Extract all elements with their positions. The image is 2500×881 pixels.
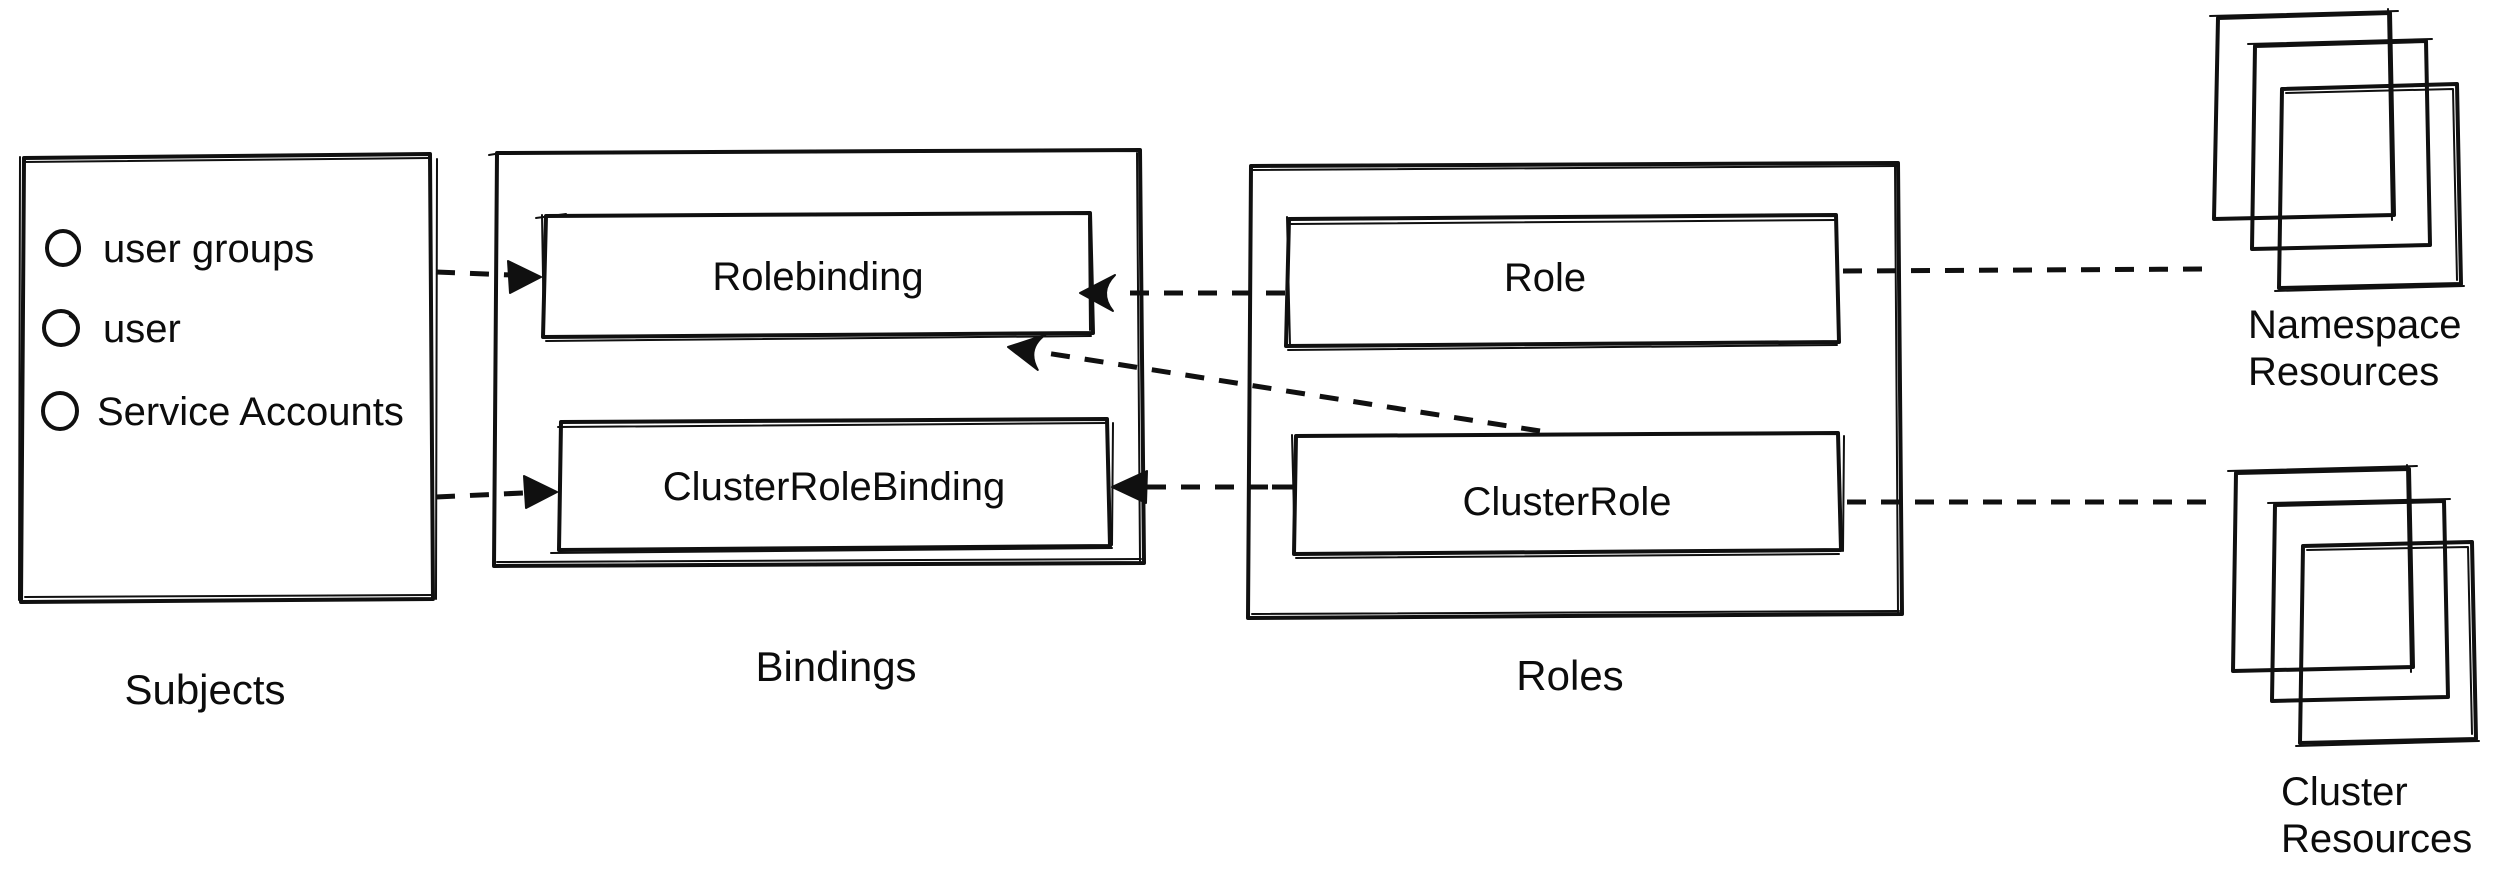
cluster-resources-label-line2: Resources bbox=[2281, 817, 2473, 861]
clusterrole-to-clusterrolebinding-connector bbox=[1111, 470, 1293, 504]
role-to-rolebinding-connector bbox=[1079, 274, 1285, 312]
clusterrole-box bbox=[1291, 431, 1845, 559]
subject-item-service-accounts: Service Accounts bbox=[97, 390, 404, 434]
namespace-resources-label-line1: Namespace bbox=[2248, 303, 2462, 347]
bindings-caption: Bindings bbox=[755, 643, 917, 690]
bullet-circle-user bbox=[42, 309, 80, 347]
arrowhead-left-icon bbox=[1079, 274, 1116, 312]
clusterrolebinding-box bbox=[550, 417, 1114, 554]
role-to-namespace-resources-connector bbox=[1842, 266, 2213, 274]
subjects-to-clusterrolebinding-connector bbox=[435, 475, 558, 509]
role-box bbox=[1284, 213, 1841, 351]
cluster-resources-icon bbox=[2227, 464, 2480, 747]
cluster-resources-label-line1: Cluster bbox=[2281, 770, 2408, 814]
clusterrolebinding-label: ClusterRoleBinding bbox=[662, 465, 1006, 509]
rolebinding-label: Rolebinding bbox=[712, 255, 924, 299]
arrowhead-right-icon bbox=[507, 260, 542, 294]
bullet-circle-service-accounts bbox=[41, 391, 79, 431]
subject-item-user: user bbox=[103, 307, 181, 351]
namespace-resources-label-line2: Resources bbox=[2248, 350, 2440, 394]
arrowhead-up-left-icon bbox=[1007, 333, 1047, 371]
clusterrole-label: ClusterRole bbox=[1462, 480, 1672, 524]
roles-caption: Roles bbox=[1516, 652, 1624, 699]
roles-box bbox=[1246, 161, 1904, 620]
bullet-circle-user-groups bbox=[45, 229, 81, 267]
rolebinding-box bbox=[535, 211, 1095, 342]
subjects-box bbox=[18, 152, 438, 604]
arrowhead-left-icon bbox=[1111, 470, 1148, 504]
subject-item-user-groups: user groups bbox=[103, 227, 315, 271]
subjects-to-rolebinding-connector bbox=[435, 260, 542, 294]
namespace-resources-icon bbox=[2209, 8, 2465, 292]
arrowhead-right-icon bbox=[523, 475, 558, 509]
subjects-caption: Subjects bbox=[124, 666, 286, 713]
role-label: Role bbox=[1503, 256, 1587, 300]
clusterrole-to-rolebinding-connector bbox=[1007, 333, 1541, 434]
